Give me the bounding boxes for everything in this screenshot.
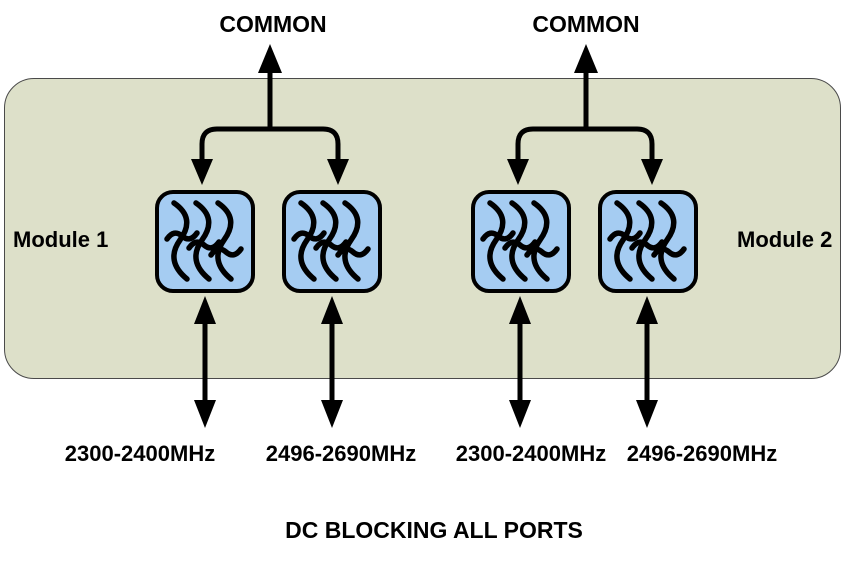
port-label-1: 2300-2400MHz xyxy=(64,441,216,466)
port-label-3: 2300-2400MHz xyxy=(455,441,607,466)
down-arrowhead-icon xyxy=(191,159,213,185)
filter-squiggle-icon xyxy=(155,190,255,293)
module-1-label: Module 1 xyxy=(13,227,109,252)
module-enclosure xyxy=(4,78,841,379)
down-arrowhead-icon xyxy=(509,400,531,428)
down-arrowhead-icon xyxy=(321,400,343,428)
splitter-branch-1 xyxy=(199,126,341,163)
port-label-2: 2496-2690MHz xyxy=(265,441,417,466)
filter-box-1 xyxy=(155,190,255,293)
dc-blocking-note: DC BLOCKING ALL PORTS xyxy=(285,517,583,543)
down-arrowhead-icon xyxy=(641,159,663,185)
arrowheads xyxy=(191,44,663,428)
filter-box-2 xyxy=(282,190,382,293)
module-2-label: Module 2 xyxy=(737,227,833,252)
down-arrowhead-icon xyxy=(636,400,658,428)
down-arrowhead-icon xyxy=(327,159,349,185)
down-arrowhead-icon xyxy=(507,159,529,185)
filter-squiggle-icon xyxy=(282,190,382,293)
common-port-label-2: COMMON xyxy=(532,11,640,37)
up-arrowhead-icon xyxy=(574,44,598,73)
port-label-4: 2496-2690MHz xyxy=(626,441,778,466)
filter-squiggle-icon xyxy=(471,190,571,293)
up-arrowhead-icon xyxy=(636,296,658,324)
down-arrowhead-icon xyxy=(194,400,216,428)
filter-box-4 xyxy=(598,190,698,293)
common-port-label-1: COMMON xyxy=(219,11,327,37)
filter-squiggle-icon xyxy=(598,190,698,293)
connector-lines xyxy=(199,70,655,404)
up-arrowhead-icon xyxy=(321,296,343,324)
up-arrowhead-icon xyxy=(509,296,531,324)
up-arrowhead-icon xyxy=(258,44,282,73)
splitter-branch-2 xyxy=(515,126,655,163)
up-arrowhead-icon xyxy=(194,296,216,324)
filter-box-3 xyxy=(471,190,571,293)
